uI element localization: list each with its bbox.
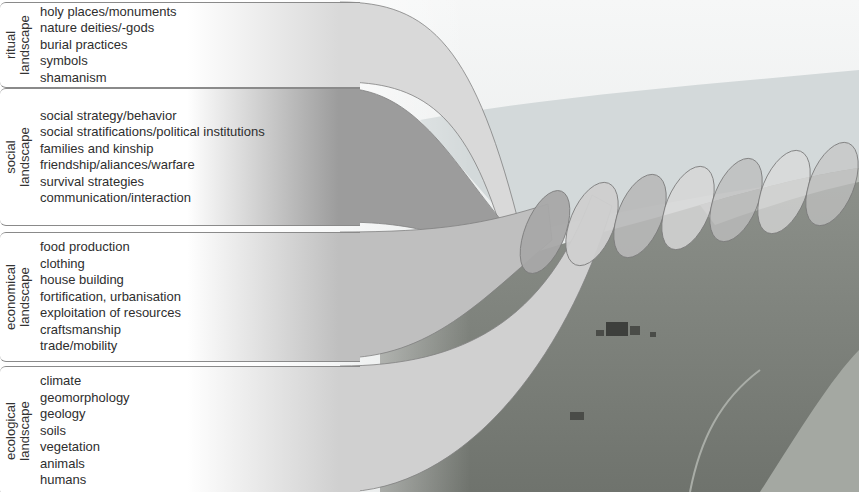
braid: [510, 135, 859, 280]
band-item-list: food productionclothinghouse buildingfor…: [40, 233, 181, 361]
band-item: soils: [40, 423, 130, 440]
landscape-band: social landscape social strategy/behavior…: [0, 88, 360, 226]
band-item: burial practices: [40, 37, 177, 54]
band-item: trade/mobility: [40, 338, 181, 355]
band-item: climate: [40, 373, 130, 390]
band-item: symbols: [40, 53, 177, 70]
band-item: clothing: [40, 256, 181, 273]
band-item: families and kinship: [40, 141, 265, 158]
track: [690, 370, 760, 492]
landscape-band: ritual landscape holy places/monumentsnat…: [0, 2, 360, 88]
band-item: food production: [40, 239, 181, 256]
band-item: communication/interaction: [40, 190, 265, 207]
rocky-coast: [760, 350, 859, 492]
band-item-list: social strategy/behaviorsocial stratific…: [40, 89, 265, 225]
band-item: humans: [40, 472, 130, 489]
band-item: friendship/aliances/warfare: [40, 157, 265, 174]
band-item: nature deities/-gods: [40, 20, 177, 37]
band-item: exploitation of resources: [40, 305, 181, 322]
band-item: animals: [40, 456, 130, 473]
band-item-list: holy places/monumentsnature deities/-god…: [40, 3, 177, 87]
band-item: survival strategies: [40, 174, 265, 191]
band-heading: ritual landscape: [4, 15, 32, 74]
band-item: geology: [40, 406, 130, 423]
band-heading: ecological landscape: [4, 401, 32, 460]
band-item: holy places/monuments: [40, 4, 177, 21]
band-item: social strategy/behavior: [40, 108, 265, 125]
band-item: vegetation: [40, 439, 130, 456]
band-item: house building: [40, 272, 181, 289]
band-heading: social landscape: [4, 127, 32, 186]
band-item: geomorphology: [40, 390, 130, 407]
landscape-band: economical landscape food productioncloth…: [0, 232, 360, 362]
landscape-band: ecological landscape climategeomorphology…: [0, 366, 360, 492]
band-item-list: climategeomorphologygeologysoilsvegetati…: [40, 367, 130, 492]
band-item: shamanism: [40, 70, 177, 87]
band-heading: economical landscape: [4, 264, 32, 330]
band-item: social stratifications/political institu…: [40, 124, 265, 141]
farm-buildings: [570, 322, 656, 420]
band-item: fortification, urbanisation: [40, 289, 181, 306]
band-item: craftsmanship: [40, 322, 181, 339]
